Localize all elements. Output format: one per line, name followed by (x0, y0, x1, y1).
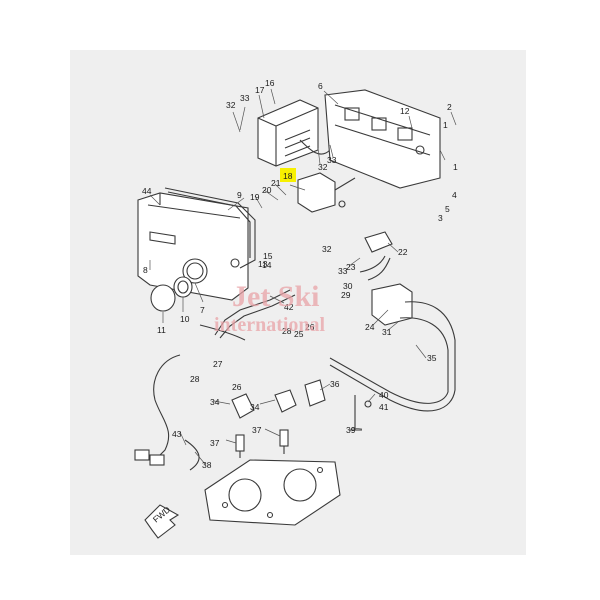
cylinder-head (204, 459, 341, 526)
callout-4: 4 (452, 190, 457, 200)
callout-19: 19 (250, 192, 260, 202)
callout-33-lower: 33 (338, 266, 348, 276)
callout-24: 24 (365, 322, 375, 332)
callout-36: 36 (330, 379, 340, 389)
callout-43: 43 (172, 429, 182, 439)
fwd-arrow: FWD (144, 504, 180, 539)
callout-10: 10 (180, 314, 190, 324)
watermark-line1: Jet Ski (232, 280, 320, 313)
callout-20: 20 (262, 185, 272, 195)
callout-37-right: 37 (252, 425, 262, 435)
callout-33-top: 33 (240, 93, 250, 103)
callout-9: 9 (237, 190, 242, 200)
callout-2: 2 (447, 102, 452, 112)
callout-13: 13 (258, 259, 268, 269)
callout-37: 37 (210, 438, 220, 448)
callout-16: 16 (265, 78, 275, 88)
callout-32-lower: 32 (322, 244, 332, 254)
callout-32-mid: 32 (318, 162, 328, 172)
electrical-box-housing (137, 192, 249, 301)
callout-30: 30 (343, 281, 353, 291)
callout-34: 34 (210, 397, 220, 407)
callout-14: 14 (262, 260, 272, 270)
callout-11: 11 (157, 325, 166, 335)
callout-7: 7 (200, 305, 205, 315)
callout-32-top: 32 (226, 100, 236, 110)
callout-44: 44 (142, 186, 152, 196)
callout-21: 21 (271, 178, 281, 188)
callout-42: 42 (284, 302, 294, 312)
cdi-unit (257, 99, 331, 167)
callout-3: 3 (438, 213, 443, 223)
callout-12: 12 (400, 106, 410, 116)
sensor-bracket (304, 379, 372, 431)
watermark-line2: international (214, 314, 326, 336)
callout-15: 15 (263, 251, 273, 261)
callout-17: 17 (255, 85, 265, 95)
callout-25: 25 (294, 329, 304, 339)
callout-34-right: 34 (250, 402, 260, 412)
callout-27: 27 (213, 359, 223, 369)
callout-31: 31 (382, 327, 392, 337)
callout-8: 8 (143, 265, 148, 275)
cap-assembly (150, 276, 193, 312)
callout-41: 41 (379, 402, 389, 412)
callout-28-top: 28 (282, 326, 292, 336)
callout-1-upper: 1 (443, 120, 448, 130)
callout-29: 29 (341, 290, 351, 300)
callout-33-mid: 33 (327, 155, 337, 165)
callout-22: 22 (398, 247, 408, 257)
callout-18: 18 (283, 171, 293, 181)
highlight-callout-18 (280, 168, 296, 182)
callout-1: 1 (453, 162, 458, 172)
callout-26: 26 (232, 382, 242, 392)
ignition-coil (329, 231, 456, 412)
gasket-cover (164, 187, 256, 269)
callout-28: 28 (190, 374, 200, 384)
callout-40: 40 (379, 390, 389, 400)
callout-6: 6 (318, 81, 323, 91)
callout-38: 38 (202, 460, 212, 470)
wire-harness (134, 289, 296, 471)
part-18-assembly (297, 172, 356, 213)
callout-35: 35 (427, 353, 437, 363)
callout-39: 39 (346, 425, 356, 435)
leader-lines (149, 88, 457, 465)
callout-26-top: 26 (305, 322, 315, 332)
callout-23: 23 (346, 262, 356, 272)
watermark: Jet Ski international (214, 280, 326, 336)
mounting-bracket (324, 89, 441, 189)
callout-numbers: 16 17 33 32 6 12 2 1 1 33 32 18 21 20 19… (142, 78, 458, 470)
spark-plug-caps (231, 389, 297, 458)
callout-5: 5 (445, 204, 450, 214)
